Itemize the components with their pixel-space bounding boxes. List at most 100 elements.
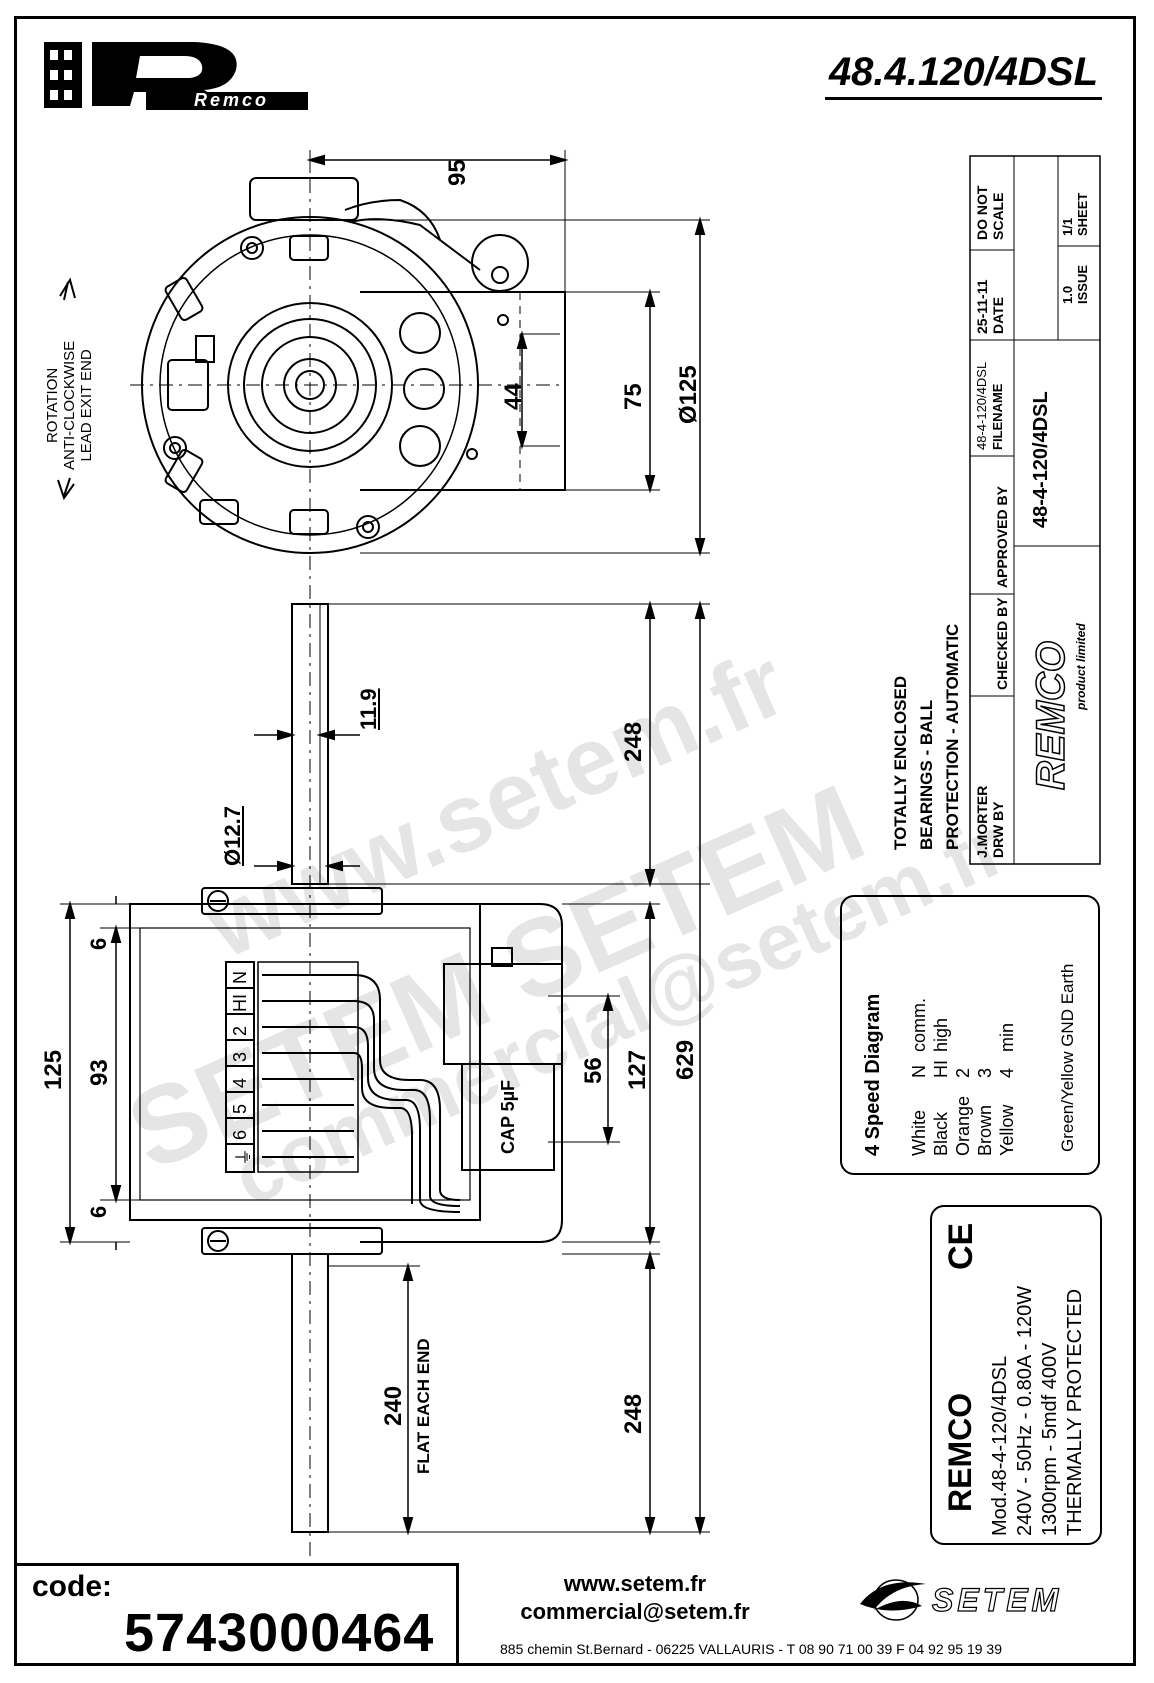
- dim-127: 127: [624, 1049, 651, 1090]
- code-value: 5743000464: [124, 1603, 435, 1663]
- dim-56: 56: [580, 1057, 607, 1084]
- rating-line: Mod.48-4-120/4DSL: [989, 1355, 1011, 1536]
- title-block: [969, 155, 1101, 865]
- wire-color: White: [909, 1109, 929, 1156]
- tb-sheet-label: SHEET: [1075, 192, 1090, 236]
- tb-issue-value: 1.0: [1060, 285, 1075, 304]
- tb-drawn-by-label: DRW BY: [990, 801, 1006, 858]
- speed-diagram-box: [840, 895, 1100, 1175]
- terminal: N: [909, 1065, 929, 1078]
- terminal: 4: [997, 1067, 1017, 1078]
- tb-drawn-by-value: J.MORTER: [974, 785, 990, 858]
- setem-globe-icon: [860, 1579, 926, 1621]
- rating-brand: REMCO: [942, 1392, 978, 1512]
- dim-6-bottom: 6: [86, 1205, 111, 1218]
- tb-date-value: 25-11-11: [974, 279, 990, 335]
- terminal-label: N: [230, 971, 250, 984]
- shaft-top: [291, 603, 329, 885]
- rotation-note: ROTATION ANTI-CLOCKWISE LEAD EXIT END: [44, 341, 95, 470]
- rating-label-box: [930, 1205, 1102, 1545]
- tb-date: 25-11-11 DATE: [974, 280, 1006, 335]
- rating-line: THERMALLY PROTECTED: [1064, 1288, 1086, 1536]
- tb-sheet: 1/1 SHEET: [1060, 193, 1090, 236]
- tb-checked-by: CHECKED BY: [994, 597, 1010, 690]
- speed-row: Yellow 4 min: [996, 998, 1018, 1156]
- features-block: TOTALLY ENCLOSED BEARINGS - BALL PROTECT…: [888, 624, 966, 850]
- speed-row: Brown 3: [974, 998, 996, 1156]
- dim-125: 125: [40, 1049, 67, 1090]
- dim-6-top: 6: [86, 937, 111, 950]
- ce-mark: CE: [942, 1222, 980, 1270]
- terminal: HI: [931, 1060, 951, 1078]
- setem-logo-text: SETEM: [931, 1581, 1063, 1618]
- earth-wire-note: Green/Yellow GND Earth: [1058, 963, 1077, 1152]
- tb-approved-by: APPROVED BY: [994, 486, 1010, 588]
- tb-company-logo: REMCO product limited: [1028, 623, 1090, 790]
- speed-row: White Ncomm.: [908, 998, 930, 1156]
- wire-color: Orange: [953, 1095, 973, 1156]
- dim-75: 75: [620, 383, 647, 410]
- rotation-note-line-3: LEAD EXIT END: [78, 349, 95, 462]
- dim-93: 93: [86, 1059, 113, 1086]
- tb-issue: 1.0 ISSUE: [1060, 265, 1090, 304]
- tb-sheet-value: 1/1: [1060, 217, 1075, 236]
- footer-email[interactable]: commercial@setem.fr: [520, 1599, 750, 1624]
- terminal-label: 6: [230, 1129, 250, 1140]
- speed: min: [997, 1022, 1017, 1052]
- dim-248-bottom: 248: [620, 1393, 647, 1434]
- code-box: code: 5743000464: [14, 1563, 459, 1666]
- tb-do-not-scale-2: SCALE: [990, 192, 1006, 240]
- dim-12-7-diameter: Ø12.7: [220, 806, 245, 866]
- terminal-label: 5: [230, 1103, 250, 1114]
- terminal-label: 3: [230, 1051, 250, 1062]
- feature-line: TOTALLY ENCLOSED: [891, 675, 910, 850]
- terminal-label: ⏚: [234, 1148, 254, 1166]
- feature-line: BEARINGS - BALL: [917, 699, 936, 850]
- rating-line: 240V - 50Hz - 0.80A - 120W: [1014, 1285, 1036, 1536]
- terminal: 3: [975, 1067, 995, 1078]
- capacitor-label: CAP 5µF: [498, 1079, 518, 1154]
- rating-lines: Mod.48-4-120/4DSL 240V - 50Hz - 0.80A - …: [988, 1286, 1088, 1536]
- rating-line: 1300rpm - 5mdf 400V: [1039, 1342, 1061, 1536]
- speed: comm.: [909, 998, 929, 1052]
- tb-do-not-scale: DO NOT SCALE: [974, 186, 1006, 240]
- speed-diagram-table: White Ncomm. Black HI high Orange 2 Brown 3 Y…: [908, 998, 1018, 1156]
- tb-drawing-number: 48-4-120/4DSL: [1030, 391, 1052, 528]
- tb-filename-value: 48-4-120/4DSL: [974, 361, 989, 450]
- remco-logo: Remco: [44, 40, 310, 112]
- feature-line: PROTECTION - AUTOMATIC: [943, 623, 962, 850]
- dim-248-top: 248: [620, 721, 647, 762]
- terminal-label: HI: [230, 994, 250, 1012]
- tb-filename: 48-4-120/4DSL FILENAME: [974, 362, 1006, 450]
- tb-issue-label: ISSUE: [1075, 264, 1090, 304]
- rotation-note-line-2: ANTI-CLOCKWISE: [61, 340, 78, 470]
- footer-website[interactable]: www.setem.fr: [563, 1571, 707, 1596]
- terminal-label: 4: [230, 1077, 250, 1088]
- tb-do-not-scale-1: DO NOT: [974, 185, 990, 240]
- speed: high: [931, 1017, 951, 1052]
- wire-color: Yellow: [997, 1104, 1017, 1156]
- dim-125-diameter: Ø125: [675, 365, 702, 424]
- rotation-note-line-1: ROTATION: [44, 367, 61, 444]
- dim-44: 44: [500, 383, 527, 410]
- wire-color: Brown: [975, 1104, 995, 1156]
- footer-address: 885 chemin St.Bernard - 06225 VALLAURIS …: [500, 1641, 1002, 1657]
- speed-diagram-title: 4 Speed Diagram: [862, 993, 884, 1156]
- dim-240: 240: [380, 1385, 407, 1426]
- remco-logo-text: Remco: [194, 90, 270, 110]
- speed-row: Orange 2: [952, 998, 974, 1156]
- terminal-label: 2: [230, 1025, 250, 1036]
- tb-drawn-by: J.MORTER DRW BY: [974, 786, 1006, 858]
- drawing-frame: [14, 16, 1136, 1666]
- setem-logo: SETEM: [852, 1570, 1102, 1626]
- shaft-bottom: [291, 1253, 329, 1533]
- part-number: 48.4.120/4DSL: [824, 50, 1102, 100]
- terminal: 2: [953, 1067, 973, 1078]
- tb-filename-label: FILENAME: [990, 383, 1005, 450]
- footer-contact: www.setem.fr commercial@setem.fr: [480, 1570, 790, 1626]
- speed-row: Black HI high: [930, 998, 952, 1156]
- dim-95: 95: [444, 159, 471, 186]
- wire-color: Black: [931, 1111, 951, 1156]
- code-label: code:: [32, 1570, 113, 1603]
